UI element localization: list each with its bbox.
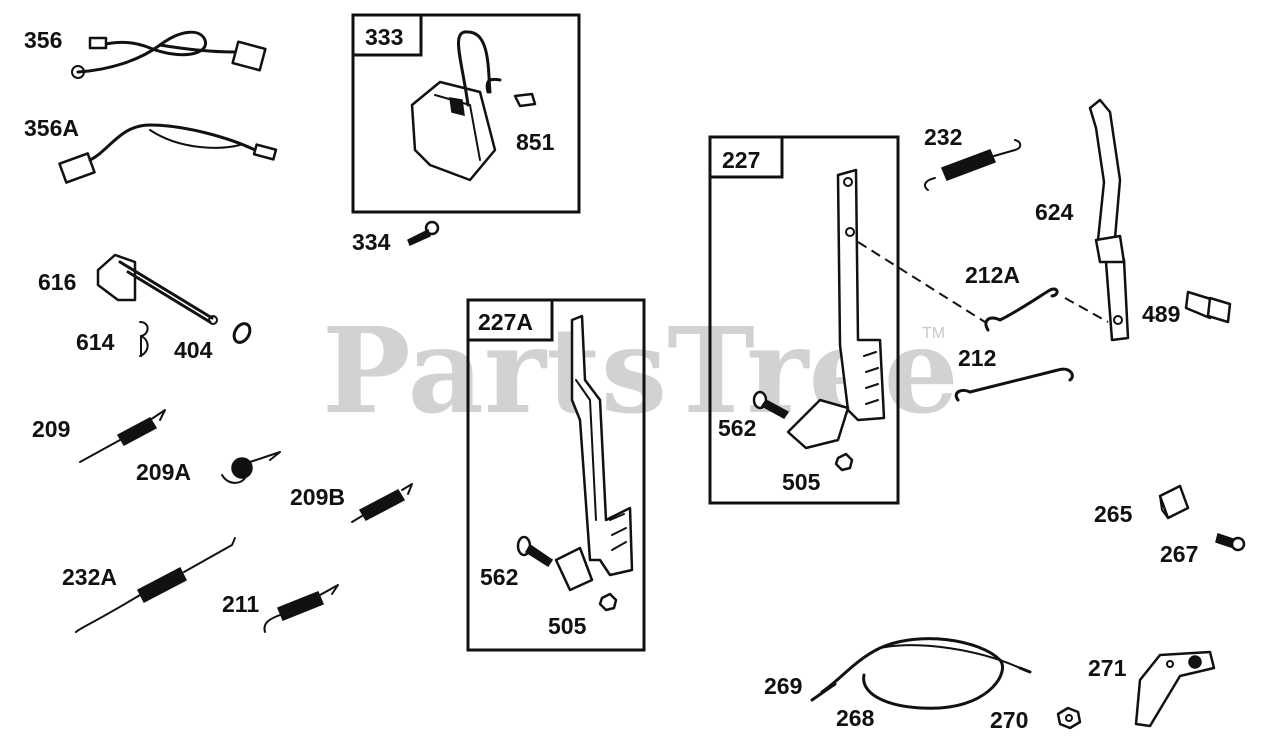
part-505-nut-b[interactable] [834, 452, 854, 472]
callout-209B: 209B [290, 484, 345, 510]
callout-271: 271 [1088, 655, 1127, 681]
part-562-screw-a[interactable] [516, 535, 554, 568]
part-624-lever[interactable] [1088, 98, 1130, 342]
callout-267: 267 [1160, 541, 1198, 567]
part-334-screw[interactable] [407, 220, 440, 247]
box-227-label: 227 [722, 147, 760, 173]
part-270-nut[interactable] [1056, 706, 1082, 730]
callout-614: 614 [76, 329, 115, 355]
box-227A-frame [466, 298, 646, 652]
part-232-spring[interactable] [923, 139, 1022, 191]
part-209A-spring[interactable] [221, 451, 281, 484]
callout-212A: 212A [965, 262, 1020, 288]
callout-334: 334 [352, 229, 391, 255]
callout-562b: 562 [718, 415, 756, 441]
callout-209: 209 [32, 416, 70, 442]
callout-356A: 356A [24, 115, 79, 141]
callout-489: 489 [1142, 301, 1180, 327]
box-227-frame [708, 135, 900, 505]
callout-624: 624 [1035, 199, 1074, 225]
callout-265: 265 [1094, 501, 1133, 527]
callout-232A: 232A [62, 564, 117, 590]
part-232A-spring[interactable] [75, 537, 236, 633]
part-271-bracket[interactable] [1134, 650, 1216, 728]
box-227A-label: 227A [478, 309, 533, 335]
callout-562a: 562 [480, 564, 518, 590]
box-333-frame [351, 13, 581, 214]
callout-404: 404 [174, 337, 213, 363]
part-333-armature[interactable] [410, 30, 502, 182]
callout-211: 211 [222, 591, 259, 617]
callout-269: 269 [764, 673, 802, 699]
part-212A-link[interactable] [984, 287, 1059, 332]
part-269-cable-end[interactable] [810, 682, 837, 702]
box-227A-tag [466, 298, 554, 342]
box-333-label: 333 [365, 24, 403, 50]
part-209-spring[interactable] [79, 409, 166, 463]
part-404-washer[interactable] [231, 321, 253, 345]
box-333-tag [351, 13, 423, 57]
box-227-tag [708, 135, 784, 179]
connector-dashed-227-212A [857, 241, 986, 323]
part-489-bolt[interactable] [1184, 290, 1232, 324]
part-505-nut-a[interactable] [598, 592, 618, 612]
callout-270: 270 [990, 707, 1028, 733]
connector-dashed-212A-624 [1064, 297, 1109, 323]
part-851-clip[interactable] [513, 92, 537, 108]
part-356A-wire-lead[interactable] [58, 123, 278, 184]
part-267-screw[interactable] [1215, 533, 1246, 552]
part-212-link[interactable] [954, 367, 1074, 402]
part-209B-spring[interactable] [351, 483, 413, 523]
callout-268: 268 [836, 705, 875, 731]
part-227-lever[interactable] [786, 168, 886, 450]
part-356-wire-harness[interactable] [71, 30, 267, 79]
callout-356: 356 [24, 27, 62, 53]
part-268-cable[interactable] [820, 637, 1032, 710]
part-616-bracket-shaft[interactable] [96, 253, 218, 325]
callout-505a: 505 [548, 613, 587, 639]
callout-212: 212 [958, 345, 996, 371]
callout-232: 232 [924, 124, 962, 150]
part-562-screw-b[interactable] [752, 390, 790, 419]
part-265-clip[interactable] [1158, 484, 1190, 520]
callout-616: 616 [38, 269, 76, 295]
callout-851: 851 [516, 129, 555, 155]
part-614-hairpin[interactable] [139, 321, 149, 357]
callout-209A: 209A [136, 459, 191, 485]
part-211-spring[interactable] [263, 584, 339, 633]
callout-505b: 505 [782, 469, 821, 495]
watermark-trademark: TM [922, 325, 945, 342]
part-227A-lever[interactable] [554, 314, 634, 592]
